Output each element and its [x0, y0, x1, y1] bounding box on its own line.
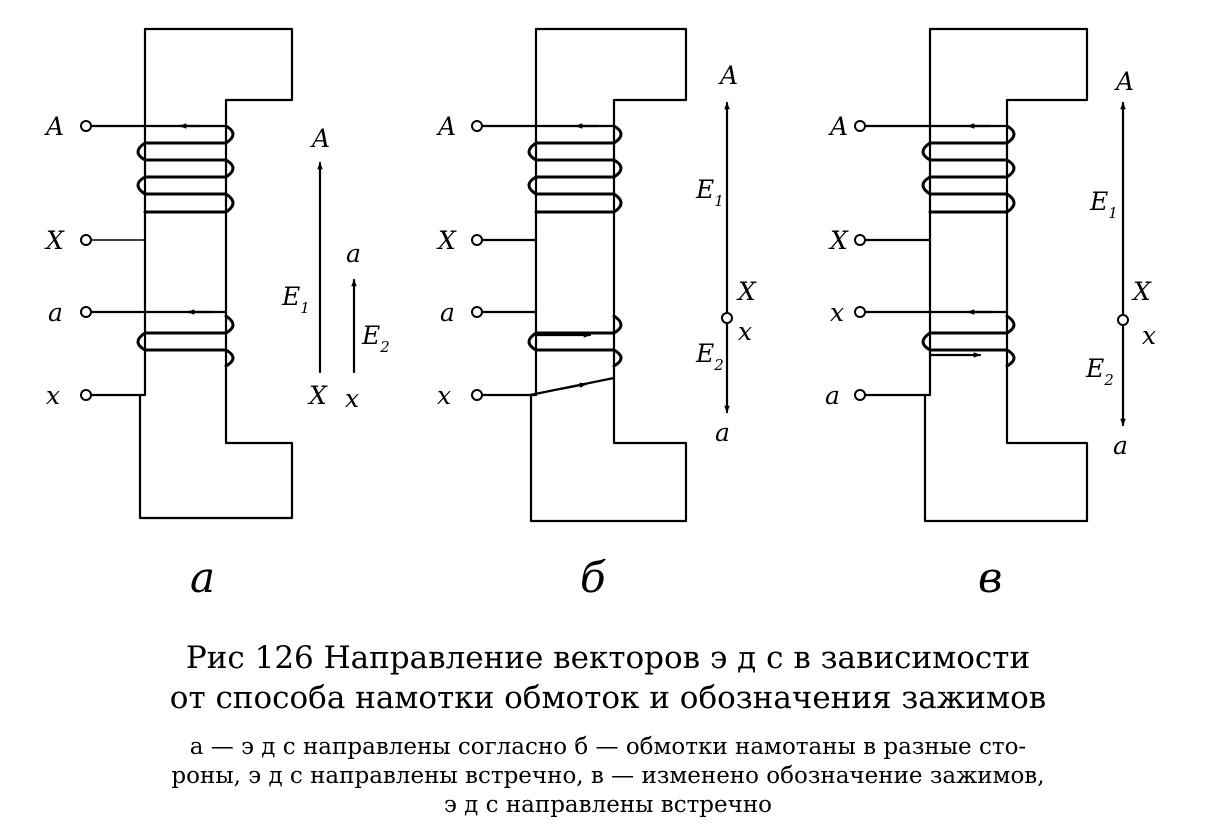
- vector-name-E2: E2: [1085, 354, 1114, 389]
- terminal-label: A: [44, 112, 64, 141]
- panel-letter: в: [978, 553, 1002, 602]
- core-outline: [529, 27, 688, 523]
- vector-end-label: a: [1113, 431, 1128, 460]
- vector-start-label: x: [1142, 321, 1156, 350]
- secondary-winding: [136, 314, 235, 368]
- terminal-A: [854, 120, 866, 132]
- vector-end-label: A: [310, 124, 330, 153]
- vector-start-label: x: [738, 317, 752, 346]
- terminal-label: A: [828, 112, 848, 141]
- panel-letter: б: [580, 553, 606, 602]
- secondary-winding: [921, 314, 1016, 368]
- terminal-label: x: [830, 298, 844, 327]
- caption-body-line: э д с направлены встречно: [443, 792, 773, 818]
- terminal-label: a: [48, 298, 63, 327]
- terminal-a: [854, 389, 866, 401]
- primary-winding: [136, 124, 235, 214]
- vector-name-E1: E1: [1089, 187, 1118, 222]
- primary-winding: [921, 124, 1016, 214]
- terminal-A: [471, 120, 483, 132]
- panel-a: A X a x A X a x E1 E2 а: [44, 27, 390, 602]
- vector-end-label: a: [346, 239, 361, 268]
- terminal-label: a: [440, 298, 455, 327]
- vector-end-label: A: [1114, 67, 1134, 96]
- terminal-a: [471, 306, 483, 318]
- terminal-label: X: [44, 226, 65, 255]
- terminal-x: [854, 306, 866, 318]
- vector-name-E1: E1: [695, 175, 724, 210]
- caption-title-line: от способа намотки обмоток и обозначения…: [169, 680, 1047, 716]
- vector-start-label: X: [307, 381, 328, 410]
- figure-caption-body: а — э д с направлены согласно б — обмотк…: [0, 733, 1216, 820]
- secondary-winding: [527, 314, 623, 368]
- terminal-label: A: [436, 112, 456, 141]
- caption-body-line: а — э д с направлены согласно б — обмотк…: [189, 734, 1027, 760]
- terminal-X: [80, 234, 92, 246]
- vector-start-label: X: [1131, 277, 1152, 306]
- vector-start-label: x: [345, 384, 359, 413]
- core-outline: [923, 27, 1089, 523]
- terminal-a: [80, 306, 92, 318]
- caption-title-line: Рис 126 Направление векторов э д с в зав…: [185, 640, 1031, 676]
- vector-name-E1: E1: [281, 282, 310, 317]
- vector-junction: [721, 312, 733, 324]
- vector-junction: [1117, 314, 1129, 326]
- lead-x: [481, 376, 616, 397]
- vector-start-label: X: [736, 277, 757, 306]
- terminal-A: [80, 120, 92, 132]
- caption-body-line: роны, э д с направлены встречно, в — изм…: [171, 763, 1045, 789]
- terminal-label: X: [436, 226, 457, 255]
- terminal-x: [80, 389, 92, 401]
- figure-caption-title: Рис 126 Направление векторов э д с в зав…: [0, 638, 1216, 718]
- panel-b: A X a x A X x a E1 E2 б: [436, 27, 757, 602]
- terminal-X: [854, 234, 866, 246]
- core-outline: [138, 27, 294, 520]
- panel-letter: а: [190, 553, 215, 602]
- vector-end-label: A: [718, 61, 738, 90]
- terminal-label: x: [437, 381, 451, 410]
- terminal-x: [471, 389, 483, 401]
- terminal-label: x: [46, 381, 60, 410]
- terminal-X: [471, 234, 483, 246]
- primary-winding: [527, 124, 623, 214]
- vector-name-E2: E2: [695, 339, 724, 374]
- terminal-label: a: [825, 381, 840, 410]
- panel-c: A X x a A X x a E1 E2 в: [825, 27, 1156, 602]
- terminal-label: X: [828, 226, 849, 255]
- vector-name-E2: E2: [361, 321, 390, 356]
- vector-end-label: a: [715, 418, 730, 447]
